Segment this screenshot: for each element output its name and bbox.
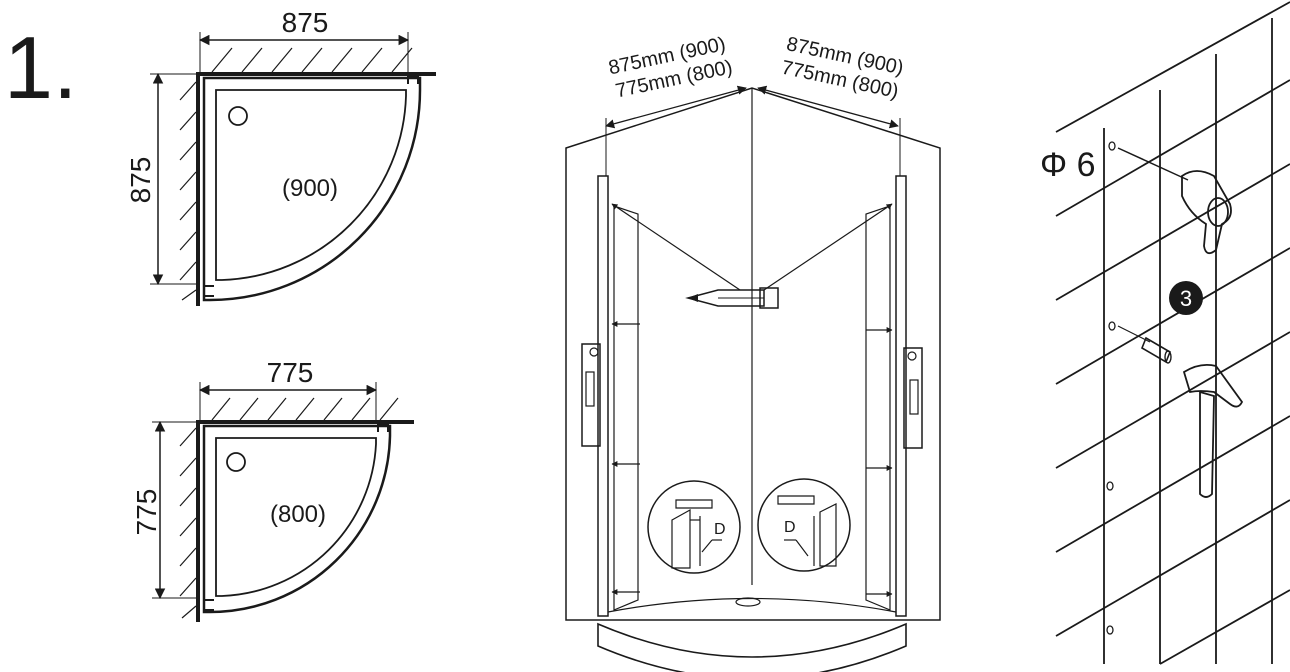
detail-right-label: D [784,519,796,536]
detail-left: D [647,480,741,574]
tray-900-width-label: 875 [282,7,329,38]
wall-hatching-left [179,81,197,301]
enclosure-view: 875mm (900) 775mm (800) 875mm (900) 775m… [565,33,941,672]
tray-800-depth-label: 775 [131,489,162,536]
tray-900-depth-label: 875 [125,157,156,204]
wall-hatching-top [211,397,399,421]
part-number-badge [1169,281,1203,315]
wall-hatching-left [179,427,197,619]
tray-800-plan: 775 775 (800) [131,357,414,622]
step-number: 1. [4,18,77,117]
drain-icon [228,106,248,126]
tray-800-width-label: 775 [267,357,314,388]
drain-icon [735,597,761,607]
shower-tray [597,622,907,672]
wall-hatching-top [211,47,413,73]
tray-900-size-label: (900) [282,175,338,202]
marking-lines [611,203,893,597]
drain-icon [226,452,246,472]
wall-bracket-left [581,343,601,447]
pencil-icon [685,287,779,309]
tray-800-size-label: (800) [270,501,326,528]
detail-left-label: D [714,521,726,538]
part-number: 3 [1180,286,1192,311]
wall-bracket-right [903,347,923,449]
wall-plug-icon [1117,325,1172,364]
wall-drilling-view: Φ 6 3 [1040,1,1290,665]
drill-size-label: Φ 6 [1040,146,1095,184]
detail-right: D [757,478,851,572]
drill-icon [1117,147,1232,255]
tray-900-plan: 875 875 (900) [125,7,436,306]
hammer-icon [1182,363,1244,498]
tile-grid [1055,1,1290,665]
